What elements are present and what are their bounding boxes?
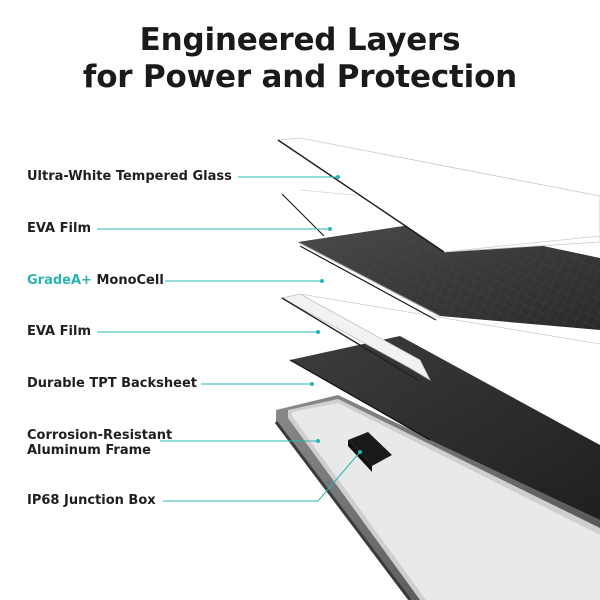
title-line-1: Engineered Layers <box>139 22 461 58</box>
leader-lines <box>97 176 361 502</box>
backsheet-layer <box>289 336 600 520</box>
label-backsheet: Durable TPT Backsheet <box>27 376 197 391</box>
label-frame-line-2: Aluminum Frame <box>27 443 151 458</box>
monocell-layer <box>297 222 600 330</box>
label-frame-line-1: Corrosion-Resistant <box>27 428 173 443</box>
label-monocell: GradeA+ MonoCell <box>27 273 164 288</box>
title-line-2: for Power and Protection <box>82 59 518 95</box>
leader-line-junction-box <box>163 451 361 502</box>
label-eva-film-2: EVA Film <box>27 324 91 339</box>
label-monocell-text: MonoCell <box>91 273 164 288</box>
label-tempered-glass: Ultra-White Tempered Glass <box>27 169 232 184</box>
page-title: Engineered Layers for Power and Protecti… <box>0 22 600 96</box>
tempered-glass-layer <box>276 137 600 253</box>
junction-box <box>348 432 392 472</box>
label-junction-box: IP68 Junction Box <box>27 493 156 508</box>
leader-dots <box>310 175 362 454</box>
eva-film-layer-2 <box>280 293 600 382</box>
label-monocell-accent: GradeA+ <box>27 273 92 288</box>
label-aluminum-frame: Corrosion-Resistant Aluminum Frame <box>27 428 172 458</box>
label-eva-film-1: EVA Film <box>27 221 91 236</box>
